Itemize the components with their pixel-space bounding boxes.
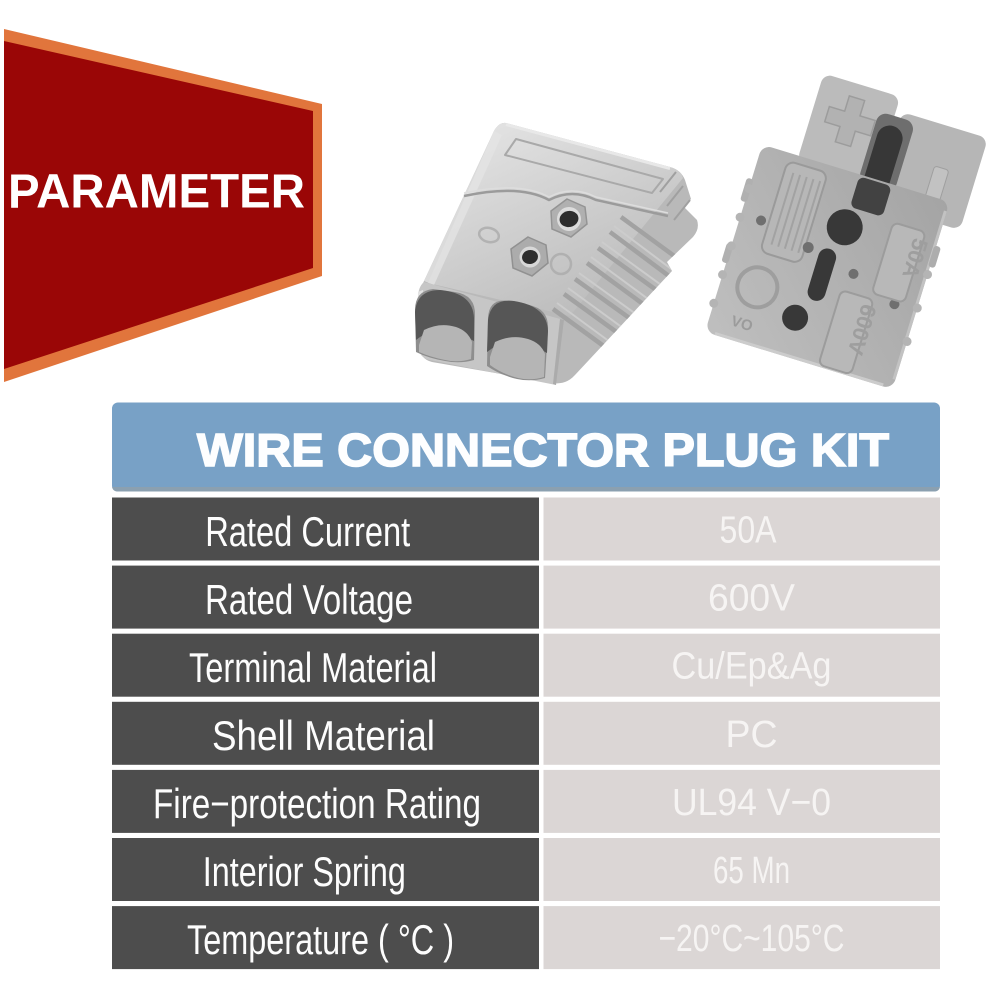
svg-text:50A: 50A [720,510,778,552]
svg-text:65 Mn: 65 Mn [713,850,790,892]
svg-text:Fire−protection Rating: Fire−protection Rating [153,780,481,827]
svg-text:Terminal Material: Terminal Material [189,644,437,691]
svg-text:−20°C~105°C: −20°C~105°C [659,918,845,960]
svg-text:WIRE CONNECTOR PLUG KIT: WIRE CONNECTOR PLUG KIT [197,424,889,476]
svg-text:Temperature ( °C ): Temperature ( °C ) [187,916,454,963]
svg-text:Interior Spring: Interior Spring [203,848,406,895]
svg-text:Cu/Ep&Ag: Cu/Ep&Ag [672,646,832,688]
svg-text:PARAMETER: PARAMETER [8,166,305,219]
svg-text:600V: 600V [708,578,796,620]
svg-text:Rated Current: Rated Current [205,508,410,555]
svg-text:UL94 V−0: UL94 V−0 [672,782,831,824]
svg-text:Rated Voltage: Rated Voltage [205,576,413,623]
svg-text:PC: PC [726,714,778,756]
svg-text:Shell Material: Shell Material [212,712,435,759]
svg-text:VO: VO [729,313,755,336]
